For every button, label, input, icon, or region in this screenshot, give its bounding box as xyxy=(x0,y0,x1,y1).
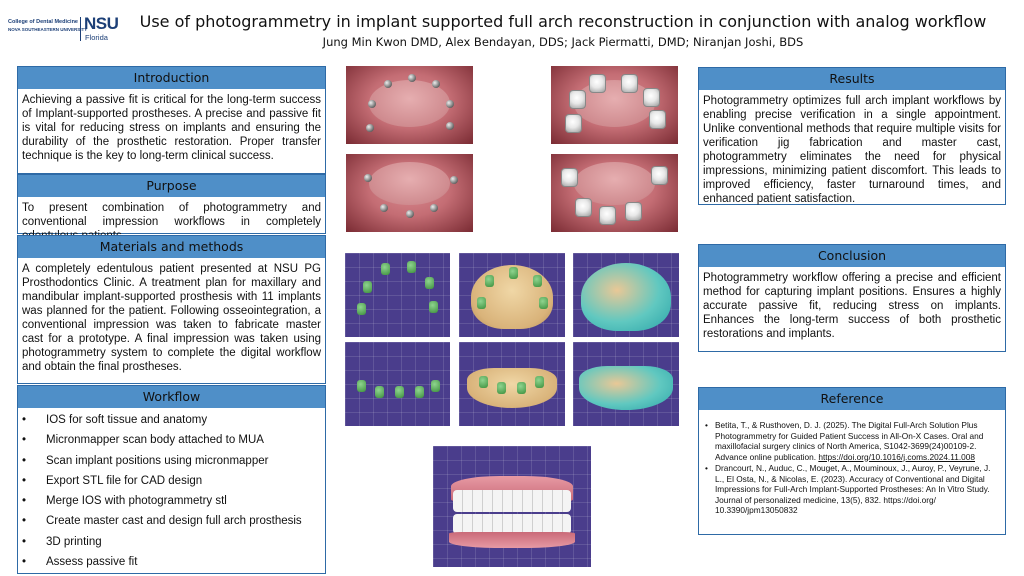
results-text: Photogrammetry optimizes full arch impla… xyxy=(703,95,1001,205)
reference-text: Betita, T., & Rusthoven, D. J. (2025). T… xyxy=(715,420,984,462)
maxillary-implants-photo xyxy=(346,66,473,144)
materials-text: A completely edentulous patient presente… xyxy=(22,263,321,373)
workflow-item: Export STL file for CAD design xyxy=(22,473,321,493)
workflow-list: IOS for soft tissue and anatomy Micronma… xyxy=(22,412,321,574)
workflow-item: Merge IOS with photogrammetry stl xyxy=(22,493,321,513)
reference-heading: Reference xyxy=(699,388,1005,410)
logo-college: College of Dental Medicine xyxy=(8,19,78,25)
purpose-panel: Purpose To present combination of photog… xyxy=(17,174,326,242)
reference-item: Drancourt, N., Auduc, C., Mouget, A., Mo… xyxy=(705,463,1001,516)
results-panel: Results Photogrammetry optimizes full ar… xyxy=(698,67,1006,205)
results-heading: Results xyxy=(699,68,1005,90)
workflow-item: Micronmapper scan body attached to MUA xyxy=(22,432,321,452)
nsu-logo: College of Dental Medicine NOVA SOUTHEAS… xyxy=(8,14,120,44)
conclusion-text: Photogrammetry workflow offering a preci… xyxy=(703,272,1001,340)
conclusion-panel: Conclusion Photogrammetry workflow offer… xyxy=(698,244,1006,352)
workflow-item: Create master cast and design full arch … xyxy=(22,513,321,533)
maxillary-photogrammetry-scan xyxy=(345,253,450,337)
reference-item: Betita, T., & Rusthoven, D. J. (2025). T… xyxy=(705,420,1001,462)
full-arch-prosthesis-design xyxy=(433,446,591,567)
mandibular-scanbodies-photo xyxy=(551,154,678,232)
logo-divider xyxy=(80,17,81,41)
reference-text: Drancourt, N., Auduc, C., Mouget, A., Mo… xyxy=(715,463,991,515)
mandibular-merged-scan xyxy=(459,342,565,426)
poster-authors: Jung Min Kwon DMD, Alex Bendayan, DDS; J… xyxy=(322,35,804,49)
workflow-item: 3D printing xyxy=(22,534,321,554)
workflow-item: Scan implant positions using micronmappe… xyxy=(22,453,321,473)
mandibular-implants-photo xyxy=(346,154,473,232)
materials-heading: Materials and methods xyxy=(18,236,325,258)
logo-nsu: NSU xyxy=(84,14,119,33)
maxillary-overlay-scan xyxy=(573,253,679,337)
logo-florida: Florida xyxy=(85,33,108,42)
materials-panel: Materials and methods A completely edent… xyxy=(17,235,326,384)
introduction-heading: Introduction xyxy=(18,67,325,89)
workflow-panel: Workflow IOS for soft tissue and anatomy… xyxy=(17,385,326,574)
maxillary-merged-scan xyxy=(459,253,565,337)
workflow-item: IOS for soft tissue and anatomy xyxy=(22,412,321,432)
reference-doi-link[interactable]: https://doi.org/10.1016/j.coms.2024.11.0… xyxy=(818,451,976,462)
introduction-text: Achieving a passive fit is critical for … xyxy=(22,94,321,162)
poster-title: Use of photogrammetry in implant support… xyxy=(139,12,987,31)
reference-list: Betita, T., & Rusthoven, D. J. (2025). T… xyxy=(705,420,1001,517)
mandibular-overlay-scan xyxy=(573,342,679,426)
introduction-panel: Introduction Achieving a passive fit is … xyxy=(17,66,326,174)
workflow-item: Assess passive fit xyxy=(22,554,321,574)
conclusion-heading: Conclusion xyxy=(699,245,1005,267)
logo-university: NOVA SOUTHEASTERN UNIVERSITY xyxy=(8,27,88,32)
maxillary-scanbodies-photo xyxy=(551,66,678,144)
workflow-heading: Workflow xyxy=(18,386,325,408)
reference-panel: Reference Betita, T., & Rusthoven, D. J.… xyxy=(698,387,1006,535)
purpose-heading: Purpose xyxy=(18,175,325,197)
mandibular-photogrammetry-scan xyxy=(345,342,450,426)
